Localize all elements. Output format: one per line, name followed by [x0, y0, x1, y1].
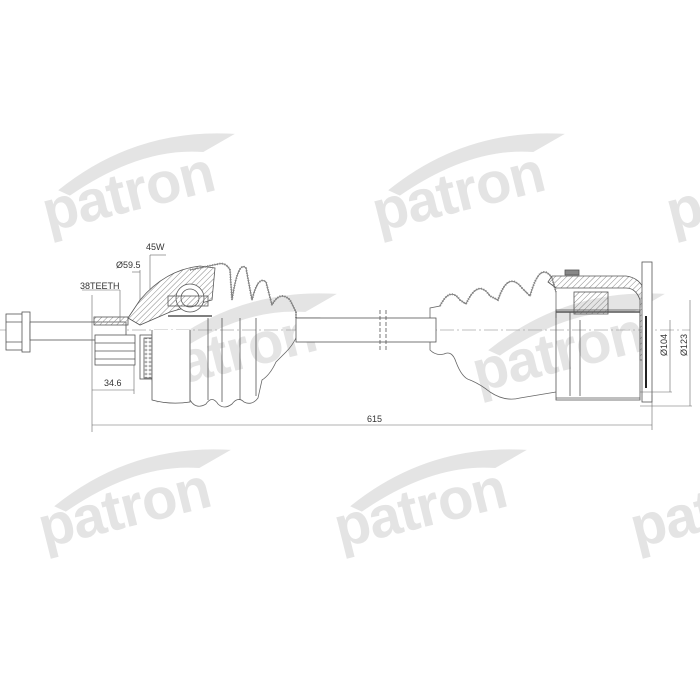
tripod-roller — [573, 291, 609, 315]
svg-text:patron: patron — [659, 139, 700, 244]
watermark-logo: patron — [35, 133, 235, 245]
drive-shaft — [0, 261, 690, 408]
watermark-logo: patron — [659, 139, 700, 244]
watermark-logo: patron — [327, 449, 527, 561]
spline-section — [94, 334, 136, 366]
label-outer-cv-diameter: Ø59.5 — [116, 260, 141, 270]
shaft-bar — [295, 317, 437, 343]
svg-text:patron: patron — [623, 455, 700, 560]
label-overall-length: 615 — [367, 414, 382, 424]
label-abs-ring: 45W — [146, 242, 165, 252]
watermark-logo: patron — [31, 449, 231, 561]
label-spline-length: 34.6 — [104, 378, 122, 388]
dimensions — [82, 254, 692, 432]
abs-ring — [143, 337, 153, 379]
label-spline-teeth: 38TEETH — [80, 281, 120, 291]
label-flange-inner-diameter: Ø104 — [659, 334, 669, 356]
dimension-labels: 38TEETH Ø59.5 45W 34.6 615 Ø104 Ø123 — [80, 242, 689, 424]
label-flange-outer-diameter: Ø123 — [679, 334, 689, 356]
watermark-logo: patron — [365, 133, 565, 245]
watermark-logo: patron — [623, 455, 700, 560]
